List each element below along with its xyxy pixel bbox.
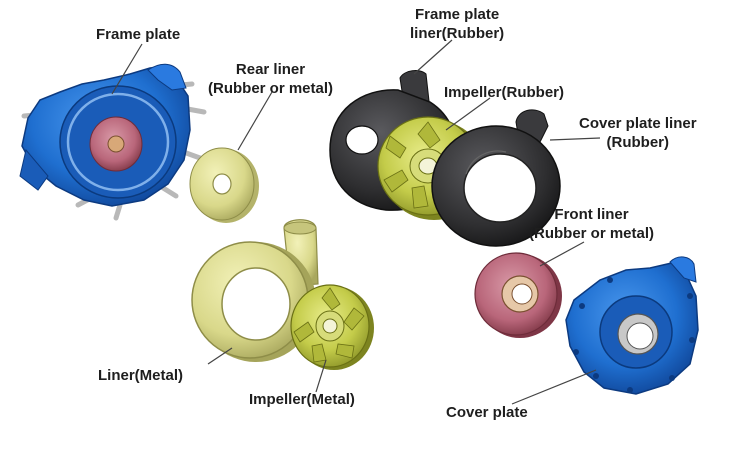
leader-cover-plate — [511, 369, 597, 405]
leader-lines — [111, 39, 601, 405]
label-impeller-rubber: Impeller(Rubber) — [444, 84, 565, 101]
leader-frame-plate-liner — [413, 39, 453, 75]
label-rear-liner: Rear liner (Rubber or metal) — [208, 61, 334, 97]
label-frame-plate-liner: Frame plate liner(Rubber) — [410, 6, 505, 42]
rear-liner-part — [189, 147, 259, 223]
leader-frame-plate — [111, 43, 143, 95]
label-cover-plate-liner: Cover plate liner (Rubber) — [579, 115, 697, 151]
impeller-metal-part — [290, 284, 374, 370]
label-impeller-metal: Impeller(Metal) — [249, 391, 355, 408]
leader-impeller-metal — [315, 359, 327, 393]
liner-metal-part — [191, 219, 319, 362]
leader-liner-metal — [207, 347, 233, 365]
cover-plate-liner-part — [431, 109, 561, 247]
label-cover-plate: Cover plate — [446, 404, 528, 421]
label-liner-metal: Liner(Metal) — [98, 367, 184, 384]
cover-plate-part — [565, 256, 699, 395]
leader-front-liner — [539, 241, 585, 267]
leader-impeller-rubber — [445, 97, 491, 131]
label-front-liner: Front liner (Rubber or metal) — [529, 206, 655, 242]
leader-rear-liner — [237, 91, 273, 151]
leader-cover-plate-liner — [549, 137, 601, 141]
label-frame-plate: Frame plate — [96, 26, 181, 43]
frame-plate-part — [19, 63, 207, 221]
front-liner-part — [474, 252, 562, 338]
